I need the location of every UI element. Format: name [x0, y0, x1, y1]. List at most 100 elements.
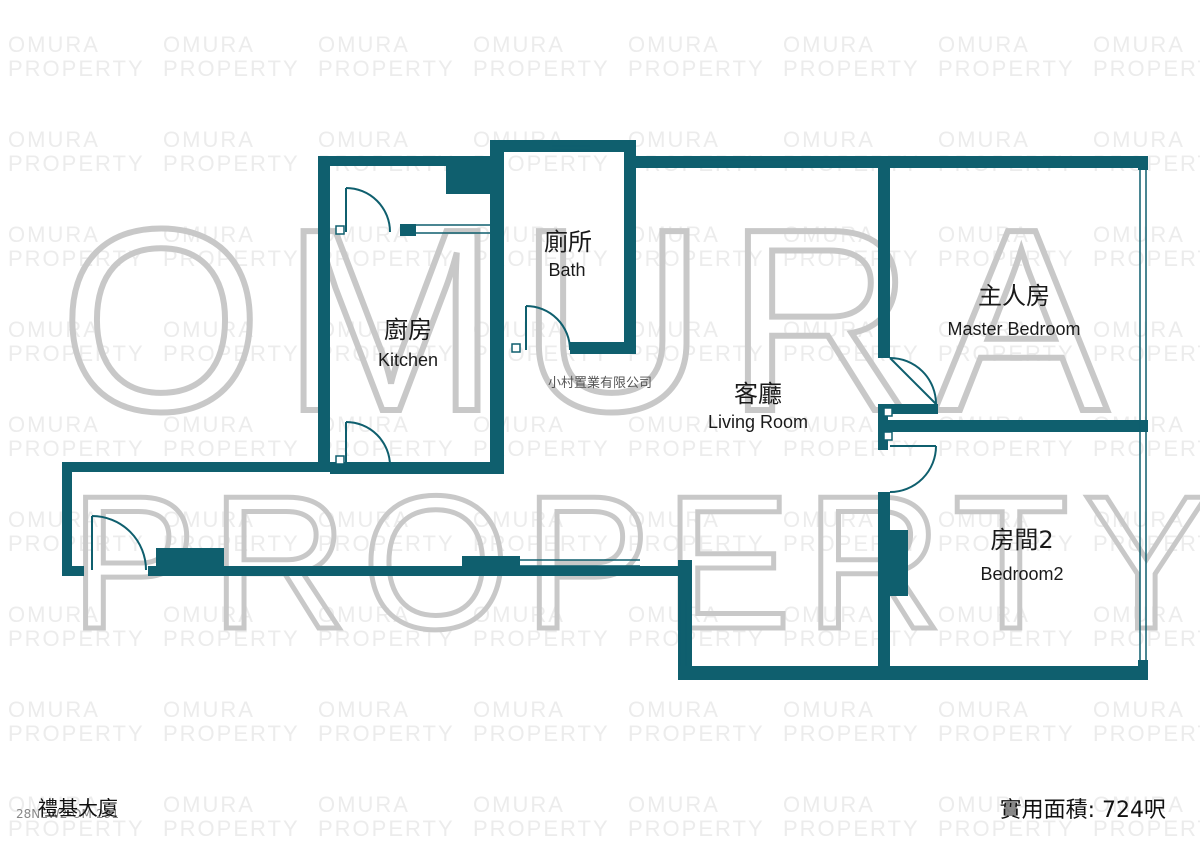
watermark-tile-omura: OMURA	[8, 317, 100, 342]
watermark-tile-omura: OMURA	[163, 697, 255, 722]
watermark-omura: OMURA	[60, 176, 1128, 466]
watermark-tile-omura: OMURA	[783, 412, 875, 437]
watermark-tile-omura: OMURA	[783, 697, 875, 722]
room-master-en: Master Bedroom	[947, 319, 1080, 339]
watermark-tile-omura: OMURA	[783, 792, 875, 817]
watermark-tile-omura: OMURA	[163, 602, 255, 627]
watermark-tile-property: PROPERTY	[473, 721, 610, 746]
watermark-tile-property: PROPERTY	[783, 246, 920, 271]
watermark-tile-omura: OMURA	[318, 32, 410, 57]
watermark-tile-omura: OMURA	[783, 317, 875, 342]
watermark-tile-omura: OMURA	[1093, 697, 1185, 722]
watermark-tile-omura: OMURA	[628, 127, 720, 152]
room-bedroom2-zh: 房間2	[990, 526, 1053, 554]
door-frames	[335, 225, 893, 465]
watermark-tile-omura: OMURA	[473, 222, 565, 247]
watermark-tile-property: PROPERTY	[8, 341, 145, 366]
watermark-tile-property: PROPERTY	[938, 246, 1075, 271]
watermark-tile-omura: OMURA	[628, 317, 720, 342]
watermark-tile-omura: OMURA	[628, 602, 720, 627]
watermark-tile-property: PROPERTY	[628, 626, 765, 651]
watermark-tile-property: PROPERTY	[628, 531, 765, 556]
watermark-tile-omura: OMURA	[8, 222, 100, 247]
watermark-tile-property: PROPERTY	[628, 56, 765, 81]
room-kitchen-zh: 廚房	[384, 316, 432, 344]
watermark-tile-omura: OMURA	[938, 697, 1030, 722]
watermark-tile-property: PROPERTY	[473, 816, 610, 841]
watermark-tile-omura: OMURA	[1093, 32, 1185, 57]
watermark-tile-property: PROPERTY	[938, 816, 1075, 841]
watermark-tile-property: PROPERTY	[163, 626, 300, 651]
watermark-tile-property: PROPERTY	[628, 436, 765, 461]
watermark-tile-omura: OMURA	[163, 412, 255, 437]
watermark-tile-omura: OMURA	[8, 602, 100, 627]
watermark-tile-omura: OMURA	[628, 222, 720, 247]
watermark-tile-omura: OMURA	[163, 507, 255, 532]
watermark-tile-omura: OMURA	[163, 317, 255, 342]
watermark-tile-property: PROPERTY	[938, 626, 1075, 651]
saleable-area: 實用面積: 724呎	[999, 798, 1166, 823]
watermark-tile-omura: OMURA	[473, 602, 565, 627]
building-name: 禮基大廈	[38, 796, 118, 820]
watermark-tile-property: PROPERTY	[318, 816, 455, 841]
watermark-tile-omura: OMURA	[473, 32, 565, 57]
room-bedroom2-en: Bedroom2	[980, 564, 1063, 584]
watermark-tile-property: PROPERTY	[163, 341, 300, 366]
watermark-tile-property: PROPERTY	[1093, 721, 1200, 746]
watermark-tile-property: PROPERTY	[628, 341, 765, 366]
watermark-tile-omura: OMURA	[628, 32, 720, 57]
watermark-tile-property: PROPERTY	[8, 246, 145, 271]
watermark-tile-property: PROPERTY	[938, 341, 1075, 366]
watermark-tile-property: PROPERTY	[473, 626, 610, 651]
watermark-tile-property: PROPERTY	[163, 151, 300, 176]
room-living-en: Living Room	[708, 412, 808, 432]
watermark-tile-omura: OMURA	[1093, 792, 1185, 817]
watermark-tile-omura: OMURA	[628, 507, 720, 532]
watermark-tile-property: PROPERTY	[8, 56, 145, 81]
watermark-tile-omura: OMURA	[783, 222, 875, 247]
room-kitchen-en: Kitchen	[378, 350, 438, 370]
watermark-tile-omura: OMURA	[318, 792, 410, 817]
watermark-tile-property: PROPERTY	[783, 816, 920, 841]
watermark-tile-omura: OMURA	[473, 507, 565, 532]
watermark-tile-omura: OMURA	[1093, 222, 1185, 247]
watermark-tile-omura: OMURA	[783, 507, 875, 532]
watermark-tile-omura: OMURA	[783, 127, 875, 152]
watermark-tile-property: PROPERTY	[783, 56, 920, 81]
watermark-tile-property: PROPERTY	[628, 816, 765, 841]
watermark-tile-property: PROPERTY	[8, 721, 145, 746]
watermark-property: PROPERTY	[70, 457, 1200, 669]
doors	[91, 187, 937, 571]
watermark-tile-property: PROPERTY	[8, 626, 145, 651]
watermark-tile-omura: OMURA	[318, 222, 410, 247]
watermark-tile-property: PROPERTY	[163, 436, 300, 461]
watermark-tile-property: PROPERTY	[1093, 56, 1200, 81]
watermark-tile-omura: OMURA	[8, 32, 100, 57]
watermark-tile-property: PROPERTY	[473, 531, 610, 556]
watermark-tile-omura: OMURA	[938, 792, 1030, 817]
watermark-tile-omura: OMURA	[163, 222, 255, 247]
room-living-zh: 客廳	[734, 380, 782, 408]
watermark-tile-property: PROPERTY	[8, 436, 145, 461]
watermark-tile-omura: OMURA	[8, 792, 100, 817]
watermark-tile-property: PROPERTY	[473, 56, 610, 81]
watermark-tile-property: PROPERTY	[938, 56, 1075, 81]
watermark-tile-omura: OMURA	[318, 507, 410, 532]
watermark-tile-omura: OMURA	[628, 697, 720, 722]
watermark-tile-property: PROPERTY	[318, 626, 455, 651]
watermark-tile-omura: OMURA	[628, 412, 720, 437]
watermark-tile-property: PROPERTY	[318, 531, 455, 556]
watermark-tile-property: PROPERTY	[318, 246, 455, 271]
watermark-tile-property: PROPERTY	[628, 246, 765, 271]
watermark-tile-omura: OMURA	[8, 127, 100, 152]
watermark-tile-property: PROPERTY	[783, 436, 920, 461]
watermark-tile-property: PROPERTY	[1093, 816, 1200, 841]
watermark-tile-property: PROPERTY	[163, 56, 300, 81]
watermark-tile-omura: OMURA	[473, 412, 565, 437]
watermark-tile-omura: OMURA	[318, 127, 410, 152]
watermark-tile-omura: OMURA	[1093, 127, 1185, 152]
watermark-tile-omura: OMURA	[318, 697, 410, 722]
watermark-tile-omura: OMURA	[783, 32, 875, 57]
watermark-tile-omura: OMURA	[8, 697, 100, 722]
